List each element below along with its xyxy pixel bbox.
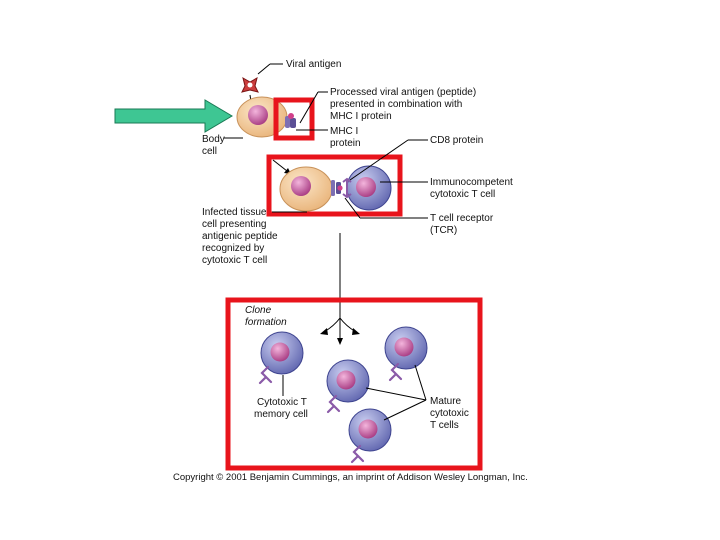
processed-antigen-label-2: presented in combination with — [330, 99, 462, 110]
memory-t-cell — [258, 331, 304, 385]
mhc-label-2: protein — [330, 138, 361, 149]
viral-antigen-label: Viral antigen — [286, 59, 341, 70]
mhc-label-1: MHC I — [330, 126, 358, 137]
clone-formation-label-2: formation — [245, 317, 287, 328]
t-cell-nucleus — [356, 177, 376, 197]
infected-cell-label-4: recognized by — [202, 243, 264, 254]
copyright-text: Copyright © 2001 Benjamin Cummings, an i… — [173, 472, 528, 483]
mature-t-cell — [384, 326, 428, 382]
body-cell-label-2: cell — [202, 146, 217, 157]
body-cell-label-1: Body — [202, 134, 225, 145]
tcr-mhc-complex-icon — [331, 177, 352, 199]
tcr-label-2: (TCR) — [430, 225, 457, 236]
infected-cell-nucleus — [291, 176, 311, 196]
clone-formation-box — [225, 297, 483, 471]
processed-antigen-label-1: Processed viral antigen (peptide) — [330, 87, 476, 98]
immunocompetent-label-2: cytotoxic T cell — [430, 189, 495, 200]
infected-cell-label-3: antigenic peptide — [202, 231, 278, 242]
infected-cell-label-2: cell presenting — [202, 219, 266, 230]
mature-t-cell — [348, 408, 392, 464]
clone-branch-arrows — [323, 317, 357, 340]
immunocompetent-label-1: Immunocompetent — [430, 177, 513, 188]
pointer-arrow — [114, 99, 233, 133]
memory-cell-label-2: memory cell — [254, 409, 308, 420]
mhc-protein-icon — [285, 113, 296, 128]
interaction-highlight-box — [266, 154, 403, 217]
tcr-label-1: T cell receptor — [430, 213, 494, 224]
viral-antigen-icon — [241, 76, 259, 93]
memory-cell-label-1: Cytotoxic T — [257, 397, 307, 408]
mhc-highlight-box — [273, 97, 315, 141]
body-cell-nucleus — [248, 105, 268, 125]
processed-antigen-label-3: MHC I protein — [330, 111, 392, 122]
mature-cells-label-3: T cells — [430, 420, 459, 431]
mature-t-cell — [326, 359, 370, 414]
clone-formation-label-1: Clone — [245, 305, 272, 316]
cd8-protein-label: CD8 protein — [430, 135, 483, 146]
infected-cell-label-5: cytotoxic T cell — [202, 255, 267, 266]
mature-cells-label-1: Mature — [430, 396, 462, 407]
mature-cells-label-2: cytotoxic — [430, 408, 469, 419]
infected-cell-label-1: Infected tissue — [202, 207, 267, 218]
